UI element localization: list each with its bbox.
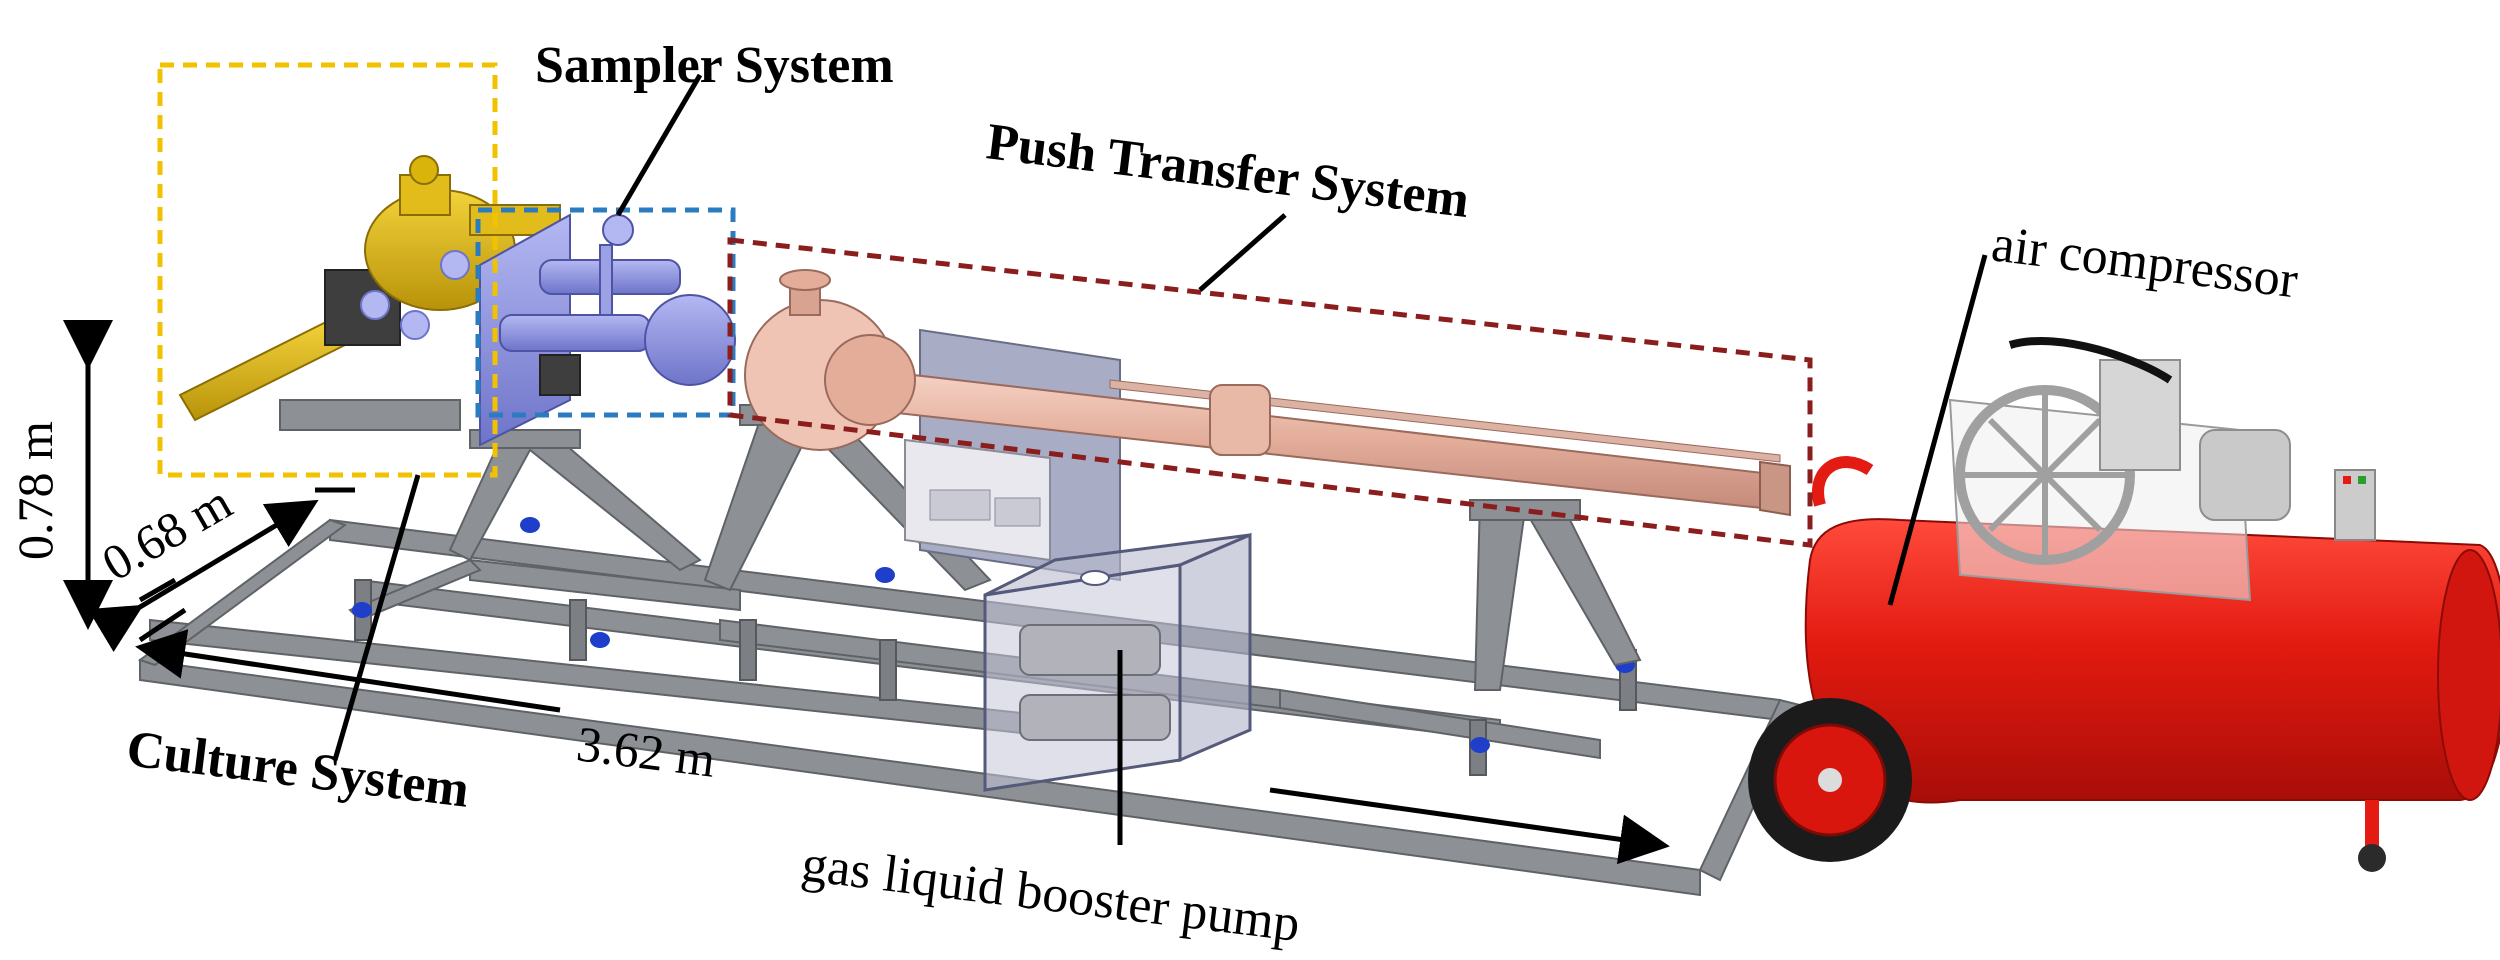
length-arrow-right [1269,787,1670,865]
culture-system-label: Culture System [124,720,473,819]
push-transfer-system-label: Push Transfer System [984,113,1473,229]
length-dimension-label: 3.62 m [574,715,719,788]
width-dimension-label: 0.68 m [93,474,241,592]
sampler-assembly [479,213,736,447]
culture-leader-line [332,474,421,761]
leader-lines [332,73,1988,845]
air-compressor-leader-line [1887,254,1988,606]
width-arrow [87,499,319,653]
sampler-leader-line [615,73,703,217]
booster-pump-unit [983,532,1252,792]
sampler-system-label: Sampler System [535,37,894,94]
push-transfer-system-box [727,237,1813,548]
air-compressor-unit [1748,337,2500,872]
air-compressor-label: air compressor [1989,215,2301,309]
length-arrow-left [135,629,561,713]
gas-liquid-booster-pump-label: gas liquid booster pump [799,835,1303,953]
push-transfer-leader-line [1198,213,1287,292]
control-panel [904,328,1121,582]
dimension-arrows [63,320,1670,865]
culture-system-box [157,62,498,478]
sampler-system-box [475,207,736,418]
culture-assembly [178,155,561,431]
push-transfer-assembly [744,269,1791,517]
height-dimension-label: 0.78 m [7,421,63,560]
frame-wheels [352,517,1635,753]
